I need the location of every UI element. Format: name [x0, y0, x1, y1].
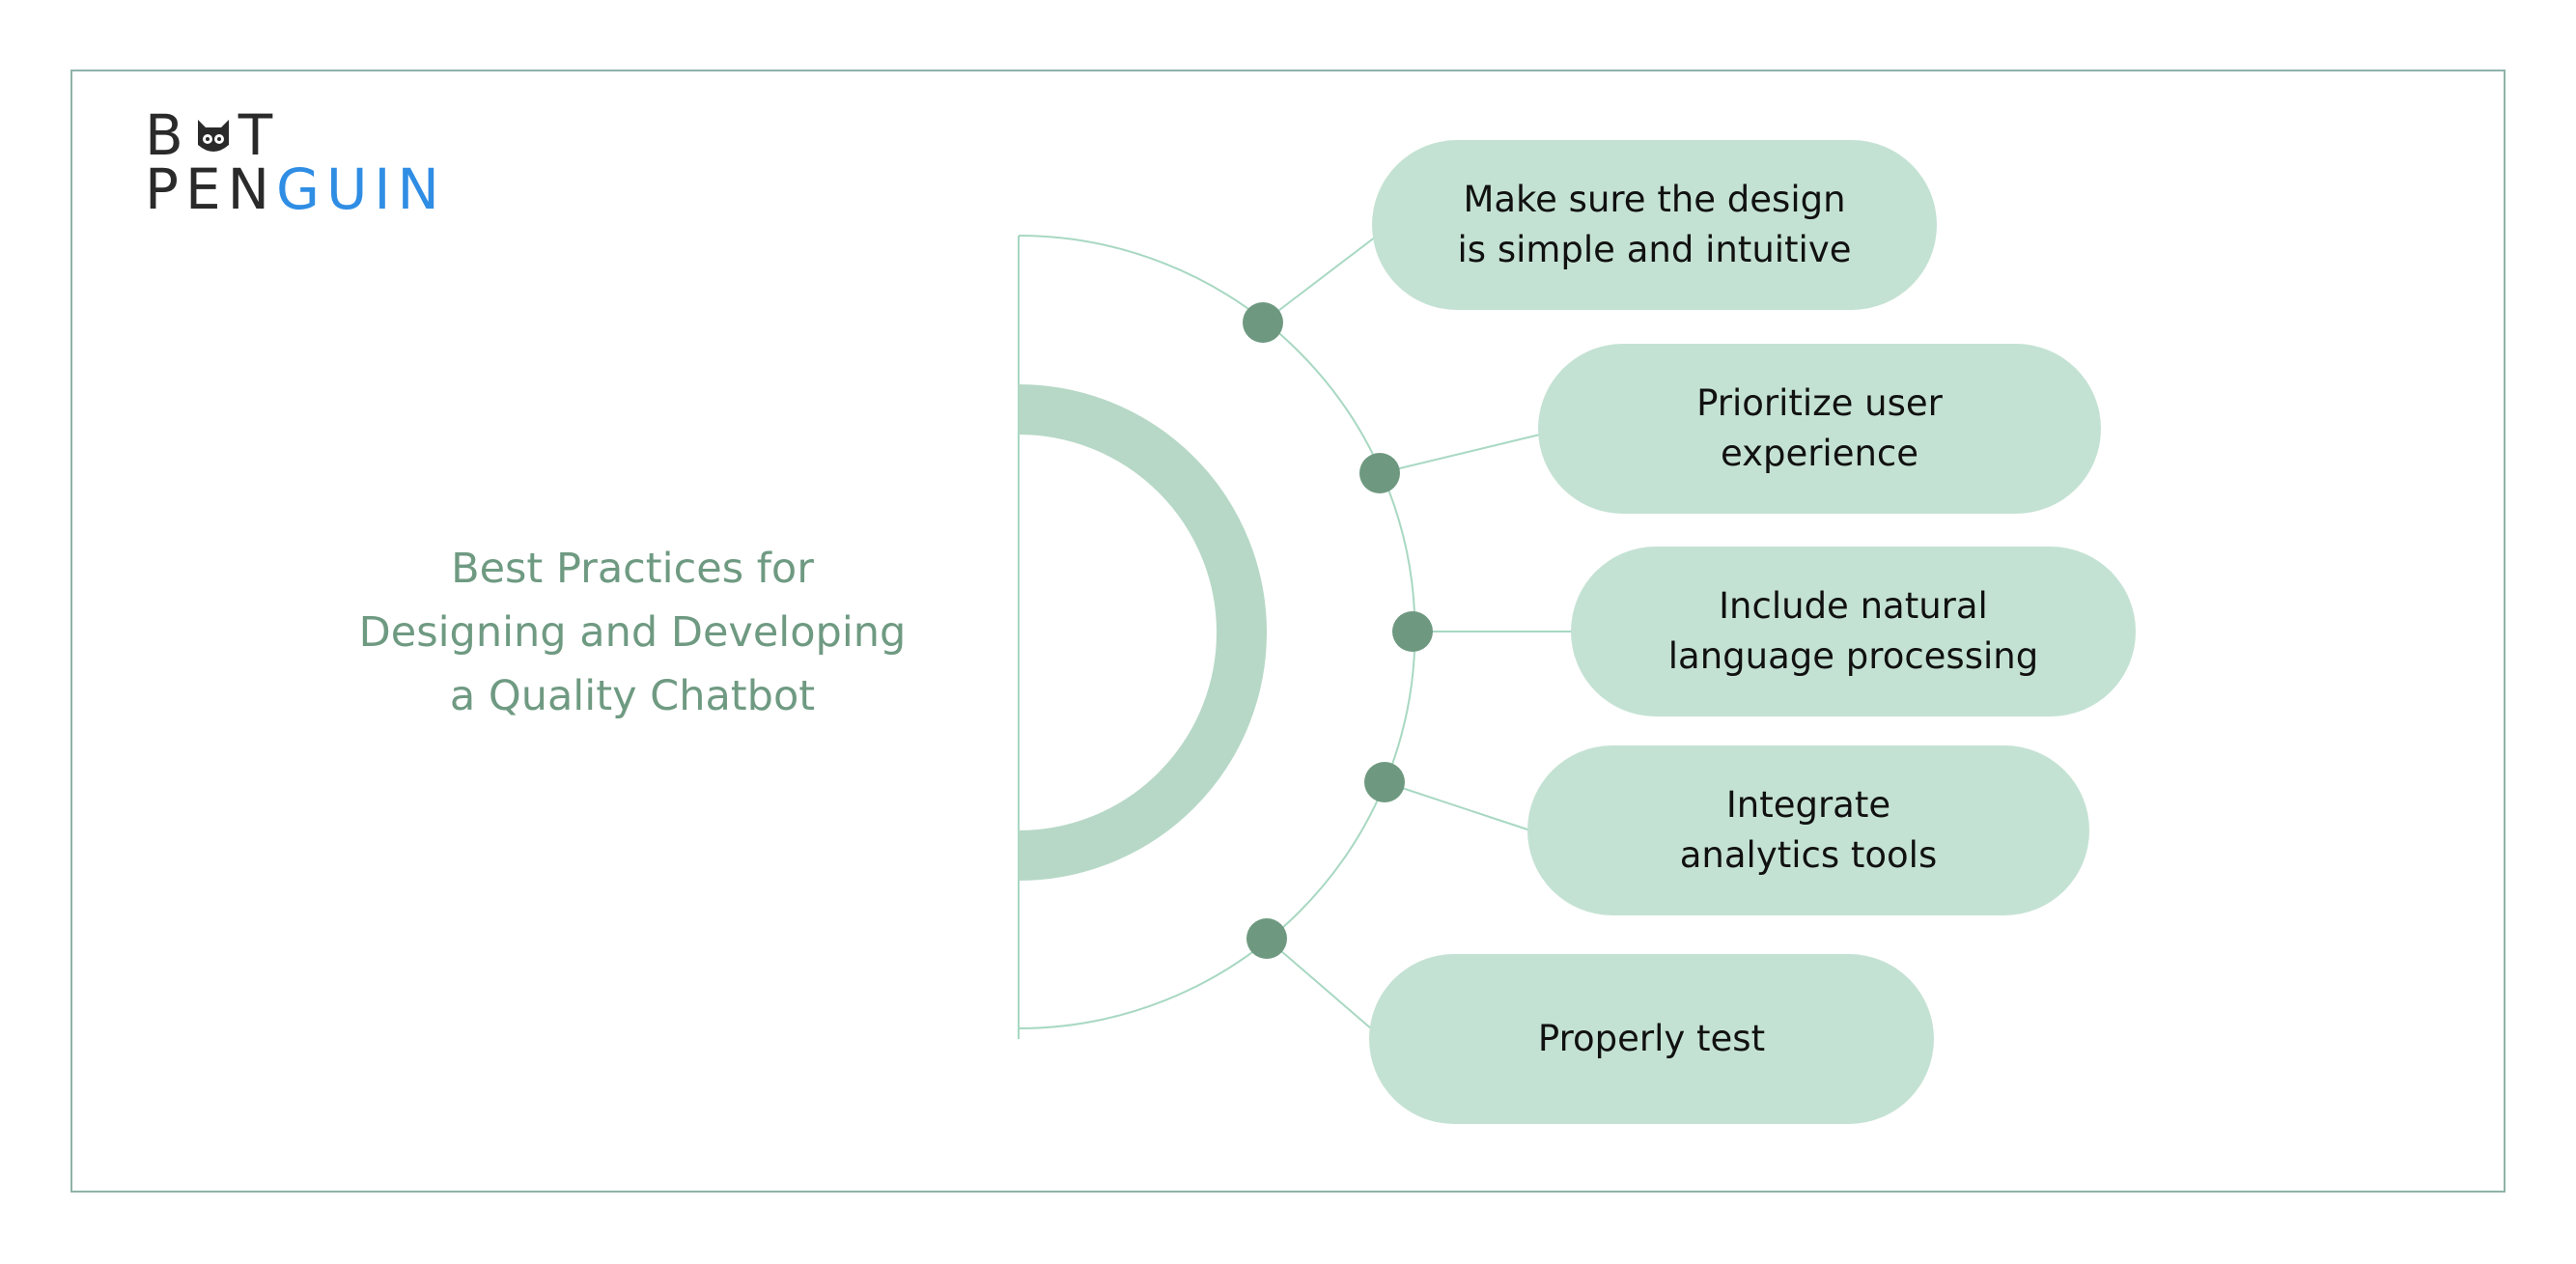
- diagram-title: Best Practices for Designing and Develop…: [358, 545, 907, 720]
- node-3: [1392, 611, 1433, 652]
- connector-5: [1266, 938, 1373, 1030]
- logo-line-2: PENGUIN: [145, 161, 446, 217]
- node-5: [1246, 918, 1287, 959]
- logo-text-b: B: [145, 102, 190, 168]
- practice-pill: Include natural language processing: [1571, 547, 2136, 716]
- connector-1: [1262, 236, 1377, 323]
- owl-icon: [192, 112, 235, 154]
- inner-ring: [1018, 384, 1267, 881]
- practice-pill: Make sure the design is simple and intui…: [1372, 140, 1937, 310]
- diagram-frame: [70, 70, 2506, 1193]
- practice-pill: Properly test: [1369, 954, 1934, 1124]
- logo-text-guin: GUIN: [276, 156, 446, 222]
- practice-pill: Integrate analytics tools: [1527, 745, 2089, 915]
- connector-4: [1384, 781, 1531, 831]
- practice-label: Make sure the design is simple and intui…: [1457, 179, 1852, 270]
- practice-label: Include natural language processing: [1667, 585, 2039, 677]
- logo-text-pen: PEN: [145, 156, 277, 222]
- connector-2: [1379, 434, 1541, 474]
- node-2: [1359, 453, 1400, 493]
- practice-pill: Prioritize user experience: [1538, 344, 2101, 514]
- practice-label: Properly test: [1537, 1018, 1766, 1059]
- logo-text-t: T: [238, 102, 280, 168]
- node-1: [1243, 302, 1283, 343]
- node-4: [1364, 762, 1405, 802]
- practice-label: Prioritize user experience: [1696, 382, 1943, 474]
- practice-label: Integrate analytics tools: [1679, 784, 1938, 876]
